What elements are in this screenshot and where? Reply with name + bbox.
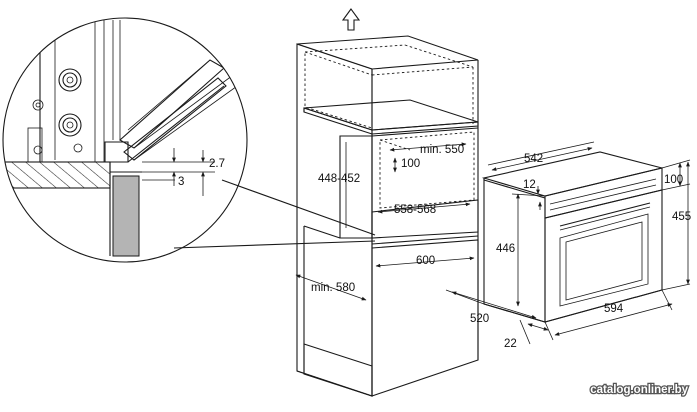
- cabinet-drawing: 448-452 min. 550 100 558-568 600 min. 58…: [295, 8, 479, 397]
- depth-label: 3: [178, 176, 184, 188]
- body-height-label: 446: [496, 243, 515, 255]
- connector-knob-icon: [58, 113, 82, 137]
- oven-depth-label: 520: [470, 313, 489, 325]
- offset-label: 12: [523, 179, 536, 191]
- detail-magnified-view: 2.7 3: [2, 17, 248, 263]
- watermark: catalog.onliner.by: [589, 383, 690, 398]
- oven-drawing: 542 100 12 455 446 520 22 594: [445, 141, 691, 350]
- watermark-text: catalog.onliner.by: [590, 384, 688, 396]
- panel-height-label: 100: [664, 174, 683, 186]
- niche-height-label: 448-452: [318, 173, 360, 185]
- cabinet-depth-label: min. 580: [311, 282, 355, 294]
- niche-width-label: min. 550: [420, 144, 464, 156]
- up-arrow-icon: [341, 8, 361, 31]
- detail-circle-outline: [2, 17, 248, 263]
- gap-label: 2.7: [209, 158, 225, 170]
- total-height-label: 455: [672, 211, 691, 223]
- top-gap-label: 100: [401, 158, 420, 170]
- front-label: 22: [504, 338, 517, 350]
- connector-knob-icon: [58, 68, 82, 92]
- detail-pointer-line: [173, 240, 376, 249]
- niche-depth-label: 558-568: [394, 204, 436, 216]
- detail-pointer-line: [221, 179, 376, 236]
- front-width-label: 594: [604, 303, 624, 315]
- cabinet-width-label: 600: [416, 255, 435, 267]
- oven-width-label: 542: [524, 153, 543, 165]
